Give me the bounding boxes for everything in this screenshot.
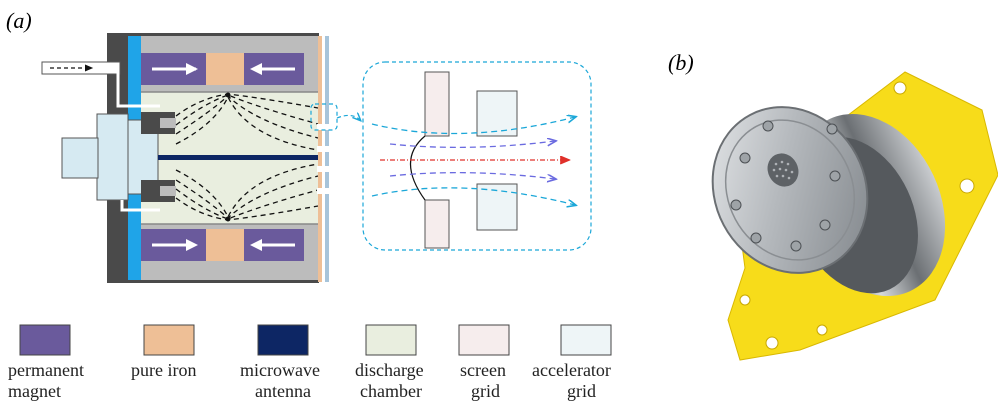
legend-swatch-microwave-antenna (257, 324, 309, 356)
legend-microwave-antenna-line1: microwave (240, 360, 320, 380)
thruster-photo (711, 71, 998, 361)
screen-grid-edge (318, 36, 322, 282)
screen-grid-top (424, 71, 450, 137)
accelerator-grid-bottom (476, 183, 518, 231)
legend-accelerator-grid-line1: accelerator (532, 360, 611, 380)
grid-aperture (767, 153, 799, 187)
arrow-left-icon (250, 239, 262, 251)
legend-swatch-pure-iron (143, 324, 195, 356)
waveguide-connector (61, 137, 99, 179)
ion-beam-lines (371, 117, 575, 205)
legend-discharge-chamber-line2: chamber (360, 381, 422, 401)
legend-accelerator-grid-line2: grid (567, 381, 596, 401)
pure-iron-top (206, 53, 244, 85)
panel-a-label: (a) (6, 8, 32, 33)
arrow-right-icon (186, 239, 198, 251)
accelerator-grid-top (476, 90, 518, 137)
microwave-antenna (158, 155, 318, 160)
arrow-left-icon (250, 63, 262, 75)
zoom-marker (310, 103, 338, 131)
legend-swatch-permanent-magnet (19, 324, 71, 356)
legend-permanent-magnet-line1: permanent (8, 360, 84, 380)
thruster-front-face (711, 106, 869, 274)
pure-iron-bottom (206, 229, 244, 261)
panel-b-label: (b) (668, 50, 694, 75)
legend: permanent magnet pure iron microwave ant… (8, 324, 612, 401)
legend-microwave-antenna-line2: antenna (255, 381, 311, 401)
legend-permanent-magnet-line2: magnet (8, 381, 61, 401)
legend-swatch-accelerator-grid (560, 324, 612, 356)
legend-swatch-discharge-chamber (365, 324, 417, 356)
legend-screen-grid-line2: grid (471, 381, 500, 401)
waveguide-flange (96, 113, 129, 201)
legend-pure-iron-line1: pure iron (131, 360, 196, 380)
legend-discharge-chamber-line1: discharge (355, 360, 424, 380)
plasma-sheath (410, 135, 426, 201)
legend-screen-grid-line1: screen (460, 360, 506, 380)
accelerator-grid-edge (325, 36, 329, 282)
grid-inset (362, 61, 592, 251)
legend-swatch-screen-grid (458, 324, 510, 356)
screen-grid-bottom (424, 199, 450, 249)
